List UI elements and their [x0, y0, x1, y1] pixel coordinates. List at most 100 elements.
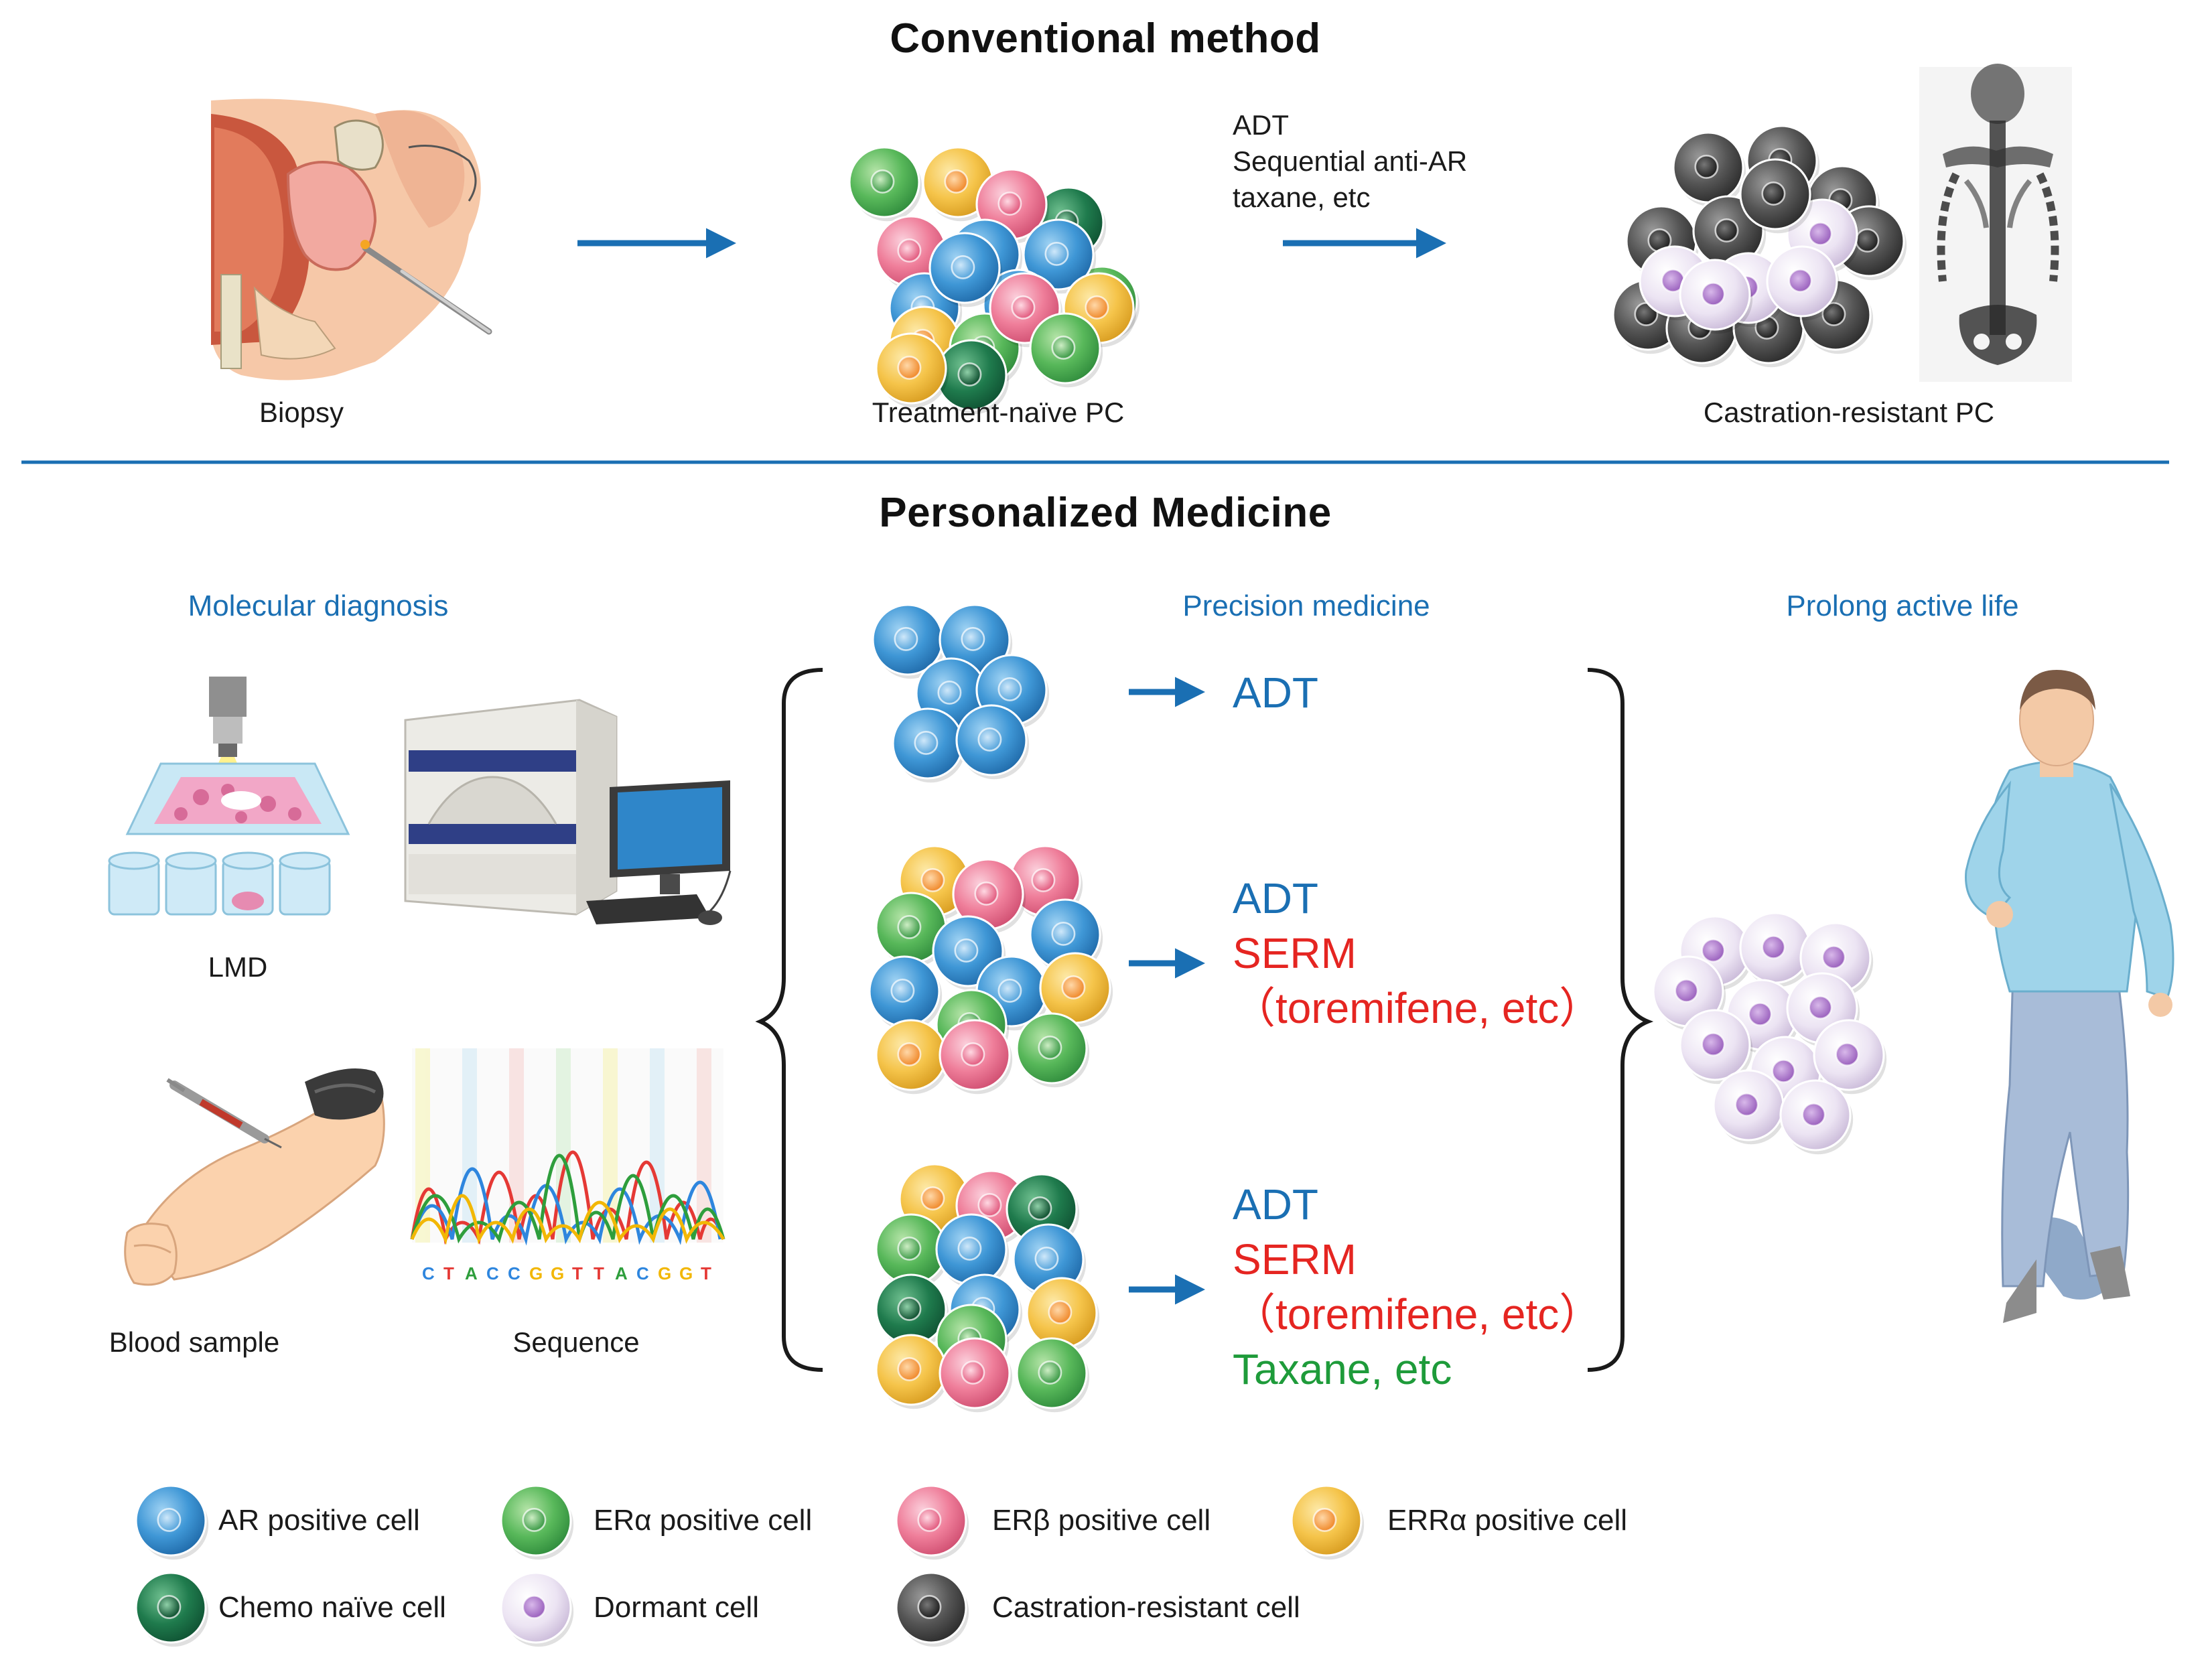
bone-scan-image — [1919, 64, 2072, 382]
cell-pink — [939, 1337, 1013, 1413]
therapy-3-adt: ADT — [1233, 1180, 1318, 1229]
cell-green — [875, 1213, 949, 1289]
blood-sample-label: Blood sample — [109, 1326, 280, 1358]
cell-blue — [935, 1213, 1010, 1289]
cell-lilac — [1679, 1009, 1753, 1085]
cell-lilac — [1813, 1019, 1887, 1095]
sequence-base-letter: C — [508, 1263, 521, 1283]
cell-gray — [1739, 158, 1813, 234]
legend-label: AR positive cell — [218, 1504, 420, 1537]
castration-resistant-label: Castration-resistant PC — [1703, 397, 1995, 428]
prolong-active-life-heading: Prolong active life — [1786, 589, 2019, 622]
sequence-base-letter: A — [615, 1263, 628, 1283]
precision-medicine-heading: Precision medicine — [1182, 589, 1430, 622]
legend-label: ERβ positive cell — [992, 1504, 1211, 1537]
cell-yellow — [875, 1019, 949, 1095]
therapy-2-adt: ADT — [1233, 874, 1318, 922]
therapy-2-serm: SERM — [1233, 929, 1357, 977]
cell-green — [848, 146, 922, 222]
cell-pink — [939, 1019, 1013, 1095]
legend-item-era: ERα positive cell — [576, 1484, 812, 1557]
biopsy-label: Biopsy — [259, 397, 344, 428]
cell-yellow — [875, 1334, 949, 1409]
therapy-2-toremifene: （toremifene, etc） — [1233, 984, 1602, 1032]
lmd-illustration — [108, 677, 350, 916]
therapy-option-1: ADT — [1233, 665, 1318, 720]
therapy-3-serm: SERM — [1233, 1235, 1357, 1283]
sequencer-illustration — [404, 699, 618, 916]
sequence-base-letter: T — [594, 1263, 604, 1283]
therapy-option-3: ADT SERM （toremifene, etc） Taxane, etc — [1233, 1177, 1602, 1397]
cell-lilac — [1712, 1069, 1787, 1145]
legend-swatch-ar — [135, 1484, 209, 1560]
legend-swatch-era — [500, 1484, 574, 1560]
therapy-1-adt: ADT — [1233, 669, 1318, 717]
therapy-option-2: ADT SERM （toremifene, etc） — [1233, 871, 1602, 1036]
cell-lilac — [1739, 912, 1813, 987]
legend-item-ar: AR positive cell — [201, 1484, 420, 1557]
legend-item-castration-resistant: Castration-resistant cell — [975, 1571, 1300, 1645]
molecular-diagnosis-heading: Molecular diagnosis — [188, 589, 449, 622]
sequence-base-letter: T — [572, 1263, 583, 1283]
chromatogram-illustration — [410, 1048, 725, 1246]
biopsy-illustration — [211, 98, 492, 380]
therapy-3-toremifene: （toremifene, etc） — [1233, 1290, 1602, 1338]
lmd-label: LMD — [208, 951, 268, 983]
treatment-line-taxane: taxane, etc — [1233, 182, 1371, 213]
cell-dkgreen — [935, 339, 1010, 415]
cell-green — [1029, 312, 1103, 388]
sequence-label: Sequence — [512, 1326, 640, 1358]
conventional-method-title: Conventional method — [890, 15, 1321, 62]
legend-cells — [135, 1484, 1365, 1647]
cell-blue — [872, 604, 946, 679]
legend-swatch-dormant — [500, 1572, 574, 1647]
sequence-base-letter: G — [529, 1263, 543, 1283]
legend-label: ERα positive cell — [594, 1504, 813, 1537]
sequence-base-letter: G — [551, 1263, 564, 1283]
cell-green — [1016, 1012, 1090, 1088]
cell-yellow — [875, 332, 949, 408]
cell-dkgreen — [875, 1273, 949, 1349]
sequence-base-letter: T — [701, 1263, 711, 1283]
legend-item-erb: ERβ positive cell — [975, 1484, 1211, 1557]
cell-clusters — [848, 125, 1907, 1413]
cell-lilac — [1779, 1079, 1854, 1155]
treatment-line-anti-ar: Sequential anti-AR — [1233, 145, 1468, 177]
right-brace — [1587, 668, 1654, 1372]
treatment-naive-label: Treatment-naïve PC — [872, 397, 1125, 428]
cell-lilac — [1766, 245, 1840, 321]
legend-item-dormant: Dormant cell — [576, 1571, 759, 1645]
cell-lilac — [1679, 259, 1753, 334]
blood-sample-illustration — [124, 1068, 385, 1286]
legend-label: ERRα positive cell — [1387, 1504, 1627, 1537]
legend-swatch-erb — [895, 1484, 969, 1560]
running-man-illustration — [1965, 670, 2174, 1323]
legend-item-erra: ERRα positive cell — [1370, 1484, 1627, 1557]
cell-blue — [1022, 218, 1097, 294]
therapy-3-taxane: Taxane, etc — [1233, 1345, 1452, 1393]
cell-blue — [868, 955, 943, 1031]
cell-gray — [1672, 131, 1746, 207]
cell-blue — [928, 232, 1003, 307]
personalized-medicine-title: Personalized Medicine — [879, 490, 1332, 536]
sequence-base-letter: C — [636, 1263, 649, 1283]
cell-blue — [892, 707, 966, 783]
legend-label: Castration-resistant cell — [992, 1591, 1300, 1624]
sequence-base-letter: G — [658, 1263, 671, 1283]
legend-swatch-erra — [1290, 1484, 1365, 1560]
sequence-base-letter: T — [443, 1263, 454, 1283]
sequence-base-letter: C — [486, 1263, 499, 1283]
cell-yellow — [1026, 1277, 1100, 1352]
cell-blue — [955, 704, 1030, 780]
legend-label: Chemo naïve cell — [218, 1591, 446, 1624]
conventional-treatment-text: ADT Sequential anti-AR taxane, etc — [1233, 107, 1467, 216]
computer-illustration — [586, 780, 732, 925]
cell-green — [875, 892, 949, 967]
sequence-base-letter: C — [422, 1263, 435, 1283]
sequence-base-letter: A — [465, 1263, 478, 1283]
left-brace — [755, 668, 823, 1372]
legend-item-chemo-naive: Chemo naïve cell — [201, 1571, 446, 1645]
legend-label: Dormant cell — [594, 1591, 759, 1624]
